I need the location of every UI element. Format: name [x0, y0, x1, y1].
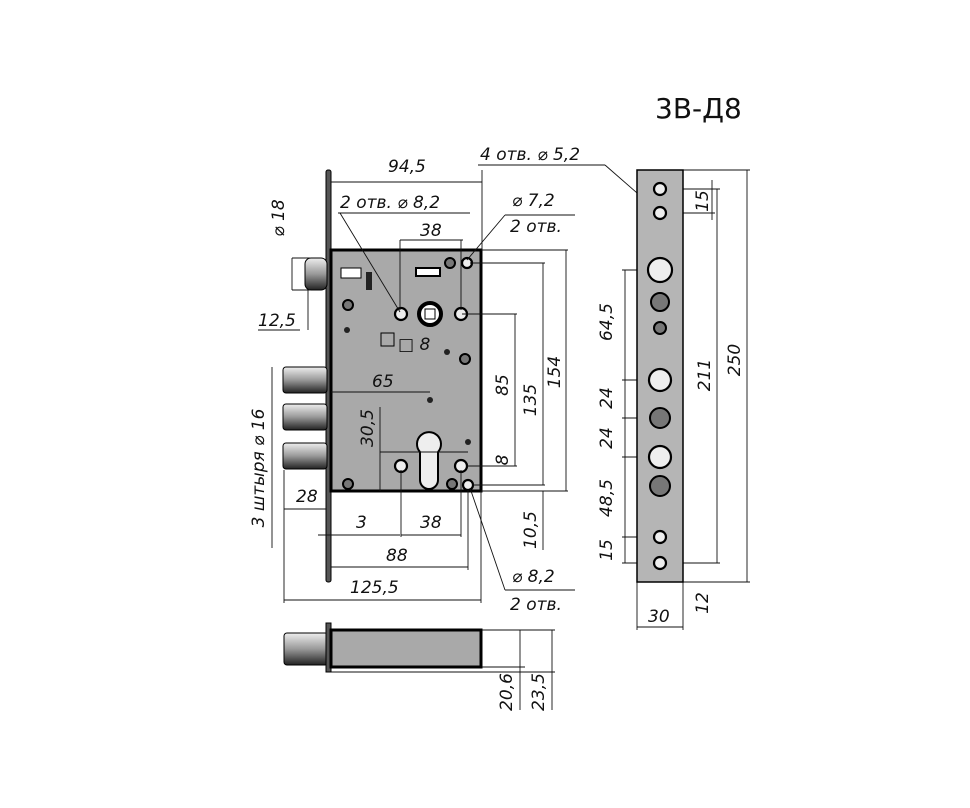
indicator-slot	[415, 267, 441, 277]
screw	[444, 257, 456, 269]
label: 125,5	[350, 578, 399, 598]
small-hole	[465, 439, 471, 445]
label: □ 8	[398, 335, 430, 355]
latch-slot	[340, 267, 362, 279]
label: 38	[420, 221, 442, 241]
screw	[649, 475, 671, 497]
label: 20,6	[497, 673, 517, 711]
label: 48,5	[597, 479, 617, 517]
cylinder-cutout	[416, 431, 442, 490]
label: 15	[693, 190, 713, 212]
label: 30	[648, 607, 670, 627]
label: ⌀ 8,2	[512, 567, 555, 587]
label: 15	[597, 539, 617, 561]
label: 2 отв.	[510, 217, 562, 237]
screw	[653, 321, 667, 335]
label: 24	[597, 387, 617, 409]
label: 3 штыря ⌀ 16	[249, 408, 269, 527]
label: 94,5	[388, 157, 426, 177]
lever	[366, 272, 372, 290]
drawing-title: 3В-Д8	[655, 92, 742, 125]
label: 12	[693, 592, 713, 614]
dead-bolt-2	[282, 403, 328, 431]
hole-left	[393, 306, 409, 322]
dead-bolt-1	[282, 366, 328, 394]
label: 135	[521, 384, 541, 416]
body-side	[329, 628, 483, 669]
label: 24	[597, 427, 617, 449]
label: 88	[386, 546, 408, 566]
spindle-square	[424, 308, 436, 320]
dead-bolt-3	[282, 442, 328, 470]
bolt-hole	[647, 367, 673, 393]
small-hole	[427, 397, 433, 403]
side-view	[283, 622, 483, 673]
label: 38	[420, 513, 442, 533]
lock-body	[329, 248, 483, 493]
screw	[342, 478, 354, 490]
screw	[446, 478, 458, 490]
label: 85	[493, 374, 513, 396]
hole-7-2-bottom	[461, 478, 475, 492]
label: ⌀ 7,2	[512, 191, 555, 211]
front-view	[282, 169, 483, 583]
label: 8	[493, 454, 513, 465]
label: 10,5	[521, 511, 541, 549]
screw	[342, 299, 354, 311]
bolt-hole	[649, 407, 671, 429]
label: 250	[725, 344, 745, 376]
screw	[650, 292, 670, 312]
latch-bolt	[304, 257, 328, 291]
label: 12,5	[258, 311, 296, 331]
label: 30,5	[358, 409, 378, 447]
label: ⌀ 18	[269, 199, 289, 236]
strip-hole	[652, 529, 668, 545]
latch-hole	[646, 256, 674, 284]
label: 28	[296, 487, 318, 507]
label: 154	[545, 356, 565, 388]
strip-hole	[652, 181, 668, 197]
label: 64,5	[597, 303, 617, 341]
label: 4 отв. ⌀ 5,2	[480, 145, 580, 165]
dimension-labels: 94,5 2 отв. ⌀ 8,2 ⌀ 7,2 2 отв. 38 ⌀ 18 1…	[249, 145, 745, 711]
label: 23,5	[529, 673, 549, 711]
square-symbol	[380, 332, 395, 347]
screw	[459, 353, 471, 365]
label: 65	[372, 372, 394, 392]
small-hole	[444, 349, 450, 355]
label: 211	[695, 359, 715, 391]
small-hole	[344, 327, 350, 333]
label: 3	[356, 513, 367, 533]
bolt-side	[283, 632, 329, 666]
strike-plate-view	[636, 169, 684, 583]
dimension-lines	[258, 164, 750, 710]
label: 2 отв.	[510, 595, 562, 615]
strip-hole	[652, 205, 668, 221]
strip-hole	[652, 555, 668, 571]
label: 2 отв. ⌀ 8,2	[340, 193, 440, 213]
bolt-hole	[647, 444, 673, 470]
